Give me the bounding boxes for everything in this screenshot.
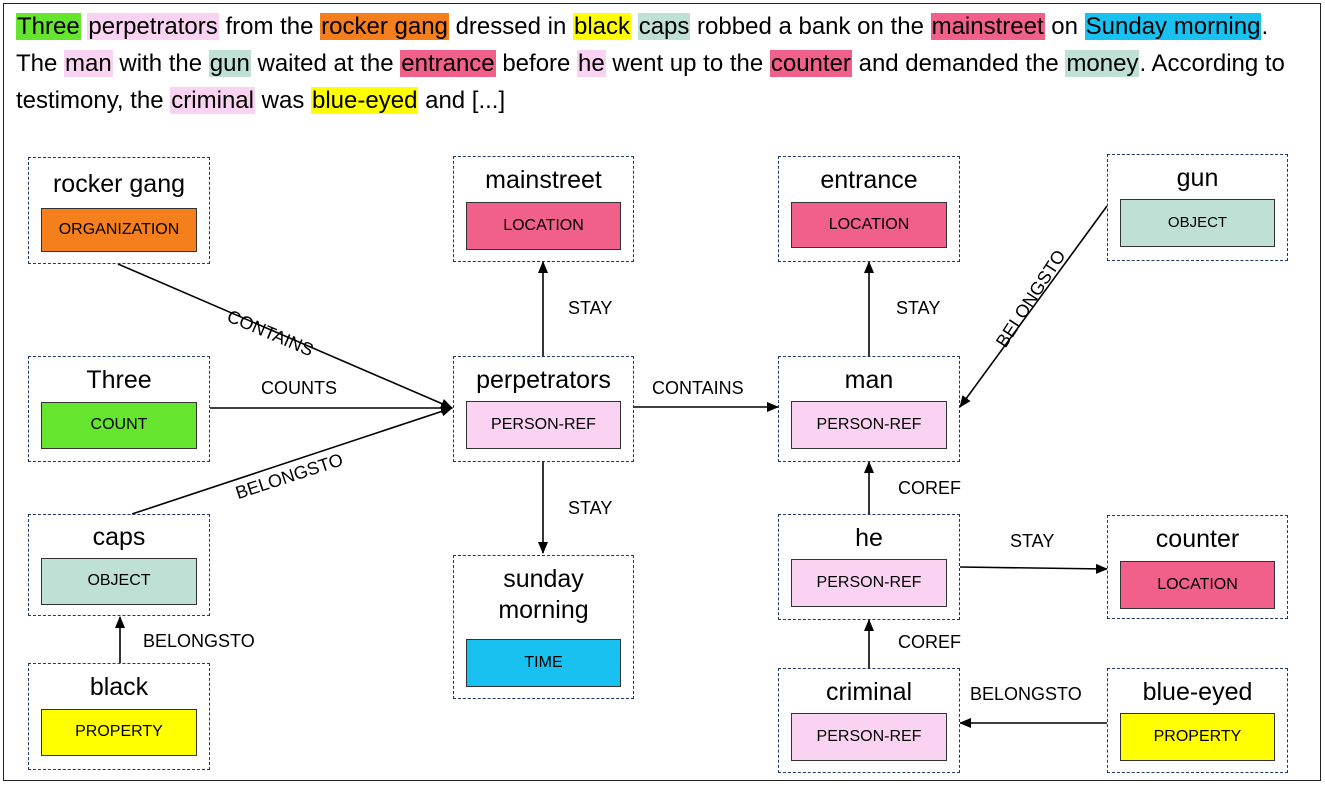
edge-he-stay-counter: [959, 563, 1108, 574]
sentence-text: went up to the: [605, 50, 770, 77]
sentence-text: . The: [16, 13, 1269, 77]
node-type-tag: ORGANIZATION: [41, 208, 197, 252]
node-counter: counter LOCATION: [1107, 515, 1288, 619]
edge-label-counts: COUNTS: [261, 378, 337, 398]
edge-label-belongsto: BELONGSTO: [143, 631, 255, 651]
highlighted-entity: gun: [208, 50, 251, 77]
node-title: mainstreet: [485, 166, 602, 194]
highlighted-entity: perpetrators: [87, 13, 219, 40]
highlighted-entity: money: [1065, 50, 1140, 77]
node-title: he: [855, 524, 883, 552]
sentence-text: with the: [112, 50, 209, 77]
sentence-text: robbed a bank on the: [690, 13, 931, 40]
sentence-text: before: [495, 50, 578, 77]
sentence-text: was: [254, 87, 311, 114]
node-type-tag: PERSON-REF: [791, 713, 947, 761]
node-type-tag: PROPERTY: [41, 709, 197, 756]
highlighted-entity: caps: [637, 13, 691, 40]
annotated-sentence: Three perpetrators from the rocker gang …: [16, 8, 1311, 119]
highlighted-entity: entrance: [400, 50, 496, 77]
node-type-tag: PROPERTY: [1120, 713, 1275, 761]
node-sunday-morning: sunday morning TIME: [453, 555, 634, 699]
node-title: gun: [1176, 164, 1219, 192]
node-type-tag: LOCATION: [466, 202, 621, 250]
edge-rocker-contains: [117, 263, 453, 409]
edge-label-coref: COREF: [898, 632, 961, 652]
highlighted-entity: Sunday morning: [1084, 13, 1262, 40]
node-type-tag: PERSON-REF: [791, 401, 947, 449]
node-title: black: [89, 673, 149, 701]
edge-label-stay: STAY: [568, 298, 613, 318]
edge-label-stay: STAY: [1010, 531, 1055, 551]
node-gun: gun OBJECT: [1107, 154, 1288, 261]
highlighted-entity: counter: [769, 50, 852, 77]
sentence-text: waited at the: [250, 50, 401, 77]
node-title: criminal: [825, 678, 913, 706]
edge-label-contains: CONTAINS: [652, 378, 744, 398]
node-type-tag: PERSON-REF: [466, 401, 621, 449]
sentence-text: . According to testimony, the: [16, 50, 1285, 114]
node-type-tag: LOCATION: [1120, 561, 1275, 609]
highlighted-entity: Three: [16, 13, 81, 40]
node-type-tag: PERSON-REF: [791, 559, 947, 607]
node-entrance: entrance LOCATION: [778, 156, 960, 262]
node-title: blue-eyed: [1142, 678, 1253, 706]
highlighted-entity: criminal: [170, 87, 255, 114]
node-title: rocker gang: [52, 170, 186, 198]
highlighted-entity: blue-eyed: [311, 87, 419, 114]
node-type-tag: OBJECT: [41, 558, 197, 605]
highlighted-entity: rocker gang: [320, 13, 449, 40]
highlighted-entity: man: [64, 50, 113, 77]
highlighted-entity: he: [577, 50, 606, 77]
node-he: he PERSON-REF: [778, 514, 960, 620]
edge-label-belongsto: BELONGSTO: [970, 684, 1082, 704]
edge-caps-belongsto: [131, 406, 453, 515]
node-black: black PROPERTY: [28, 663, 210, 770]
node-rocker-gang: rocker gang ORGANIZATION: [28, 157, 210, 264]
node-man: man PERSON-REF: [778, 356, 960, 462]
node-three: Three COUNT: [28, 356, 210, 462]
node-type-tag: COUNT: [41, 402, 197, 449]
sentence-text: from the: [218, 13, 321, 40]
highlighted-entity: black: [572, 13, 632, 40]
edge-gun-belongsto: [959, 205, 1108, 408]
edge-label-stay: STAY: [896, 298, 941, 318]
node-title: entrance: [820, 166, 918, 194]
sentence-text: dressed in: [448, 13, 573, 40]
node-title: sunday morning: [498, 565, 589, 624]
node-type-tag: OBJECT: [1120, 199, 1275, 247]
sentence-text: and [...]: [418, 87, 506, 114]
sentence-text: on: [1044, 13, 1085, 40]
node-title: counter: [1155, 525, 1240, 553]
diagram-frame: [3, 3, 1321, 781]
node-blue-eyed: blue-eyed PROPERTY: [1107, 668, 1288, 773]
edge-label-coref: COREF: [898, 478, 961, 498]
node-type-tag: TIME: [466, 639, 621, 687]
sentence-text: and demanded the: [851, 50, 1066, 77]
highlighted-entity: mainstreet: [930, 13, 1045, 40]
node-title: caps: [92, 523, 146, 551]
node-title: man: [844, 366, 894, 394]
node-criminal: criminal PERSON-REF: [778, 668, 960, 773]
edge-label-stay: STAY: [568, 498, 613, 518]
node-title: perpetrators: [476, 366, 611, 394]
node-mainstreet: mainstreet LOCATION: [453, 156, 634, 262]
node-caps: caps OBJECT: [28, 514, 210, 616]
node-perpetrators: perpetrators PERSON-REF: [453, 356, 634, 462]
node-type-tag: LOCATION: [791, 202, 947, 248]
node-title: Three: [86, 366, 152, 394]
